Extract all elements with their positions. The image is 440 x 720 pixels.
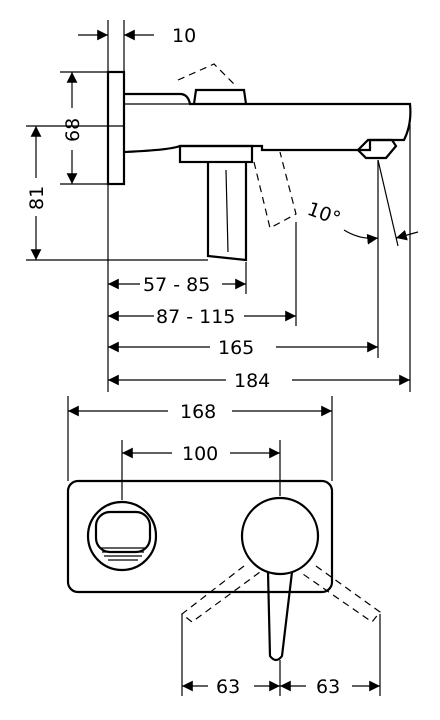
dim-lever-swing-right: 63 [316,676,340,698]
dim-hole-spacing: 100 [182,443,218,465]
spout-outlet-inner [94,510,152,554]
valve-collar [178,144,254,164]
spout-body [123,92,412,154]
lever-swing-left-ghost [181,565,261,623]
aerator [356,138,398,160]
cover-plate [66,479,334,594]
dim-plate-width: 168 [180,401,216,423]
lever-up-ghost [177,63,237,87]
aerator-front [100,547,146,561]
lever-side [206,162,248,262]
angle-arrow-right [395,229,419,241]
dim-aerator-angle: 10° [304,198,343,230]
dim-depth-range-1: 57 - 85 [143,274,210,296]
dim-spout-height: 68 [62,118,84,142]
wall-plate [106,70,126,186]
dim-lever-swing-left: 63 [216,676,240,698]
dim-total-reach: 184 [234,370,270,392]
lever-swing-right-ghost [299,565,381,623]
front-view: 168 100 63 63 [66,396,381,698]
lever-edge [225,169,229,253]
handle-rosette [240,496,320,576]
valve-housing [192,88,248,105]
lever-tilt-ghost [253,151,297,229]
spout-outlet [86,500,158,572]
side-view: 10 68 81 57 - 85 87 - 115 165 184 10° [26,20,419,392]
lever-front [266,571,294,662]
dim-depth-range-2: 87 - 115 [156,306,235,328]
angle-arc-left [343,229,379,245]
angle-leg [377,159,399,247]
dim-lever-drop: 81 [26,186,48,210]
dim-spout-reach: 165 [218,337,254,359]
dim-plate-thickness: 10 [172,25,196,47]
